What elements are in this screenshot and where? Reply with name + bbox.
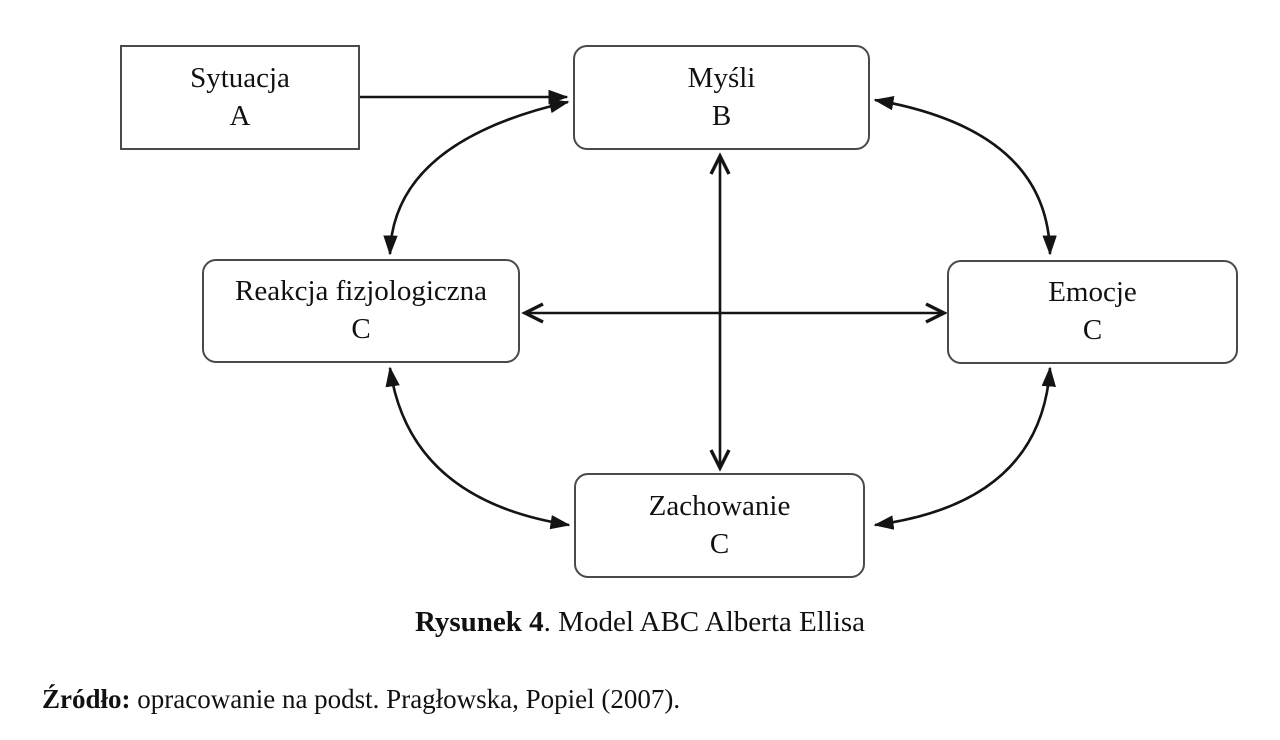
node-reakcja: Reakcja fizjologiczna C [202,259,520,363]
node-emocje-letter: C [1082,314,1103,346]
node-zachowanie-title: Zachowanie [648,489,791,522]
figure-caption: Rysunek 4. Model ABC Alberta Ellisa [0,606,1280,639]
node-emocje-title: Emocje [1048,276,1137,309]
node-sytuacja-letter: A [229,99,251,132]
figure-source-label: Źródło: [42,684,131,714]
node-mysli: Myśli B [573,45,870,150]
node-sytuacja-title: Sytuacja [190,61,290,94]
node-sytuacja: Sytuacja A [120,45,360,150]
node-reakcja-title: Reakcja fizjologiczna [234,275,487,308]
node-reakcja-letter: C [351,313,371,345]
node-mysli-letter: B [711,99,732,132]
arrow-mysli-reakcja [390,102,568,254]
arrow-mysli-emocje [875,100,1050,254]
arrow-reakcja-zachowanie [390,368,569,525]
node-emocje: Emocje C [947,260,1238,364]
figure-caption-text: . Model ABC Alberta Ellisa [543,606,866,638]
arrow-emocje-zachowanie [875,368,1050,525]
node-zachowanie: Zachowanie C [574,473,865,578]
node-zachowanie-letter: C [709,527,730,560]
figure-caption-label: Rysunek 4 [414,606,544,638]
node-mysli-title: Myśli [687,61,756,94]
figure-source-text: opracowanie na podst. Pragłowska, Popiel… [130,684,681,714]
figure-source: Źródło: opracowanie na podst. Pragłowska… [42,684,680,715]
